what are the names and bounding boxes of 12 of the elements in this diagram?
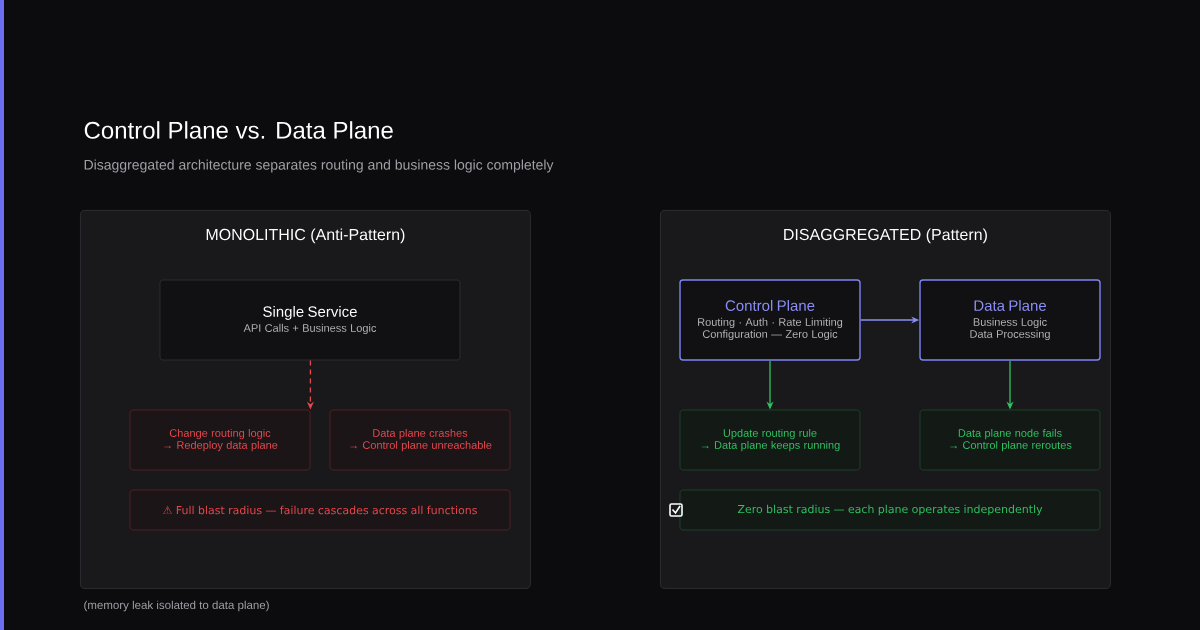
outcome-box: Data plane crashes → Control plane unreachable — [329, 409, 511, 471]
service-box: Single Service API Calls + Business Logic — [159, 279, 461, 361]
subtitle: Disaggregated architecture separates routing and business logic completely — [84, 159, 554, 173]
outcome-box: Update routing rule → Data plane keeps running — [679, 409, 861, 471]
footnote: (memory leak isolated to data plane) — [84, 600, 269, 612]
warning-box: ⚠ Full blast radius — failure cascades across all functions — [129, 489, 511, 531]
outcome-box: Data plane node fails → Control plane reroutes — [919, 409, 1101, 471]
plane-box: Control Plane Routing · Auth · Rate Limiting Configuration — Zero Logic — [679, 279, 861, 361]
title: Control Plane vs. Data Plane — [84, 121, 393, 139]
plane-box: Data Plane Business Logic Data Processing — [919, 279, 1101, 361]
outcome-box: Change routing logic → Redeploy data plane — [129, 409, 311, 471]
success-box: Zero blast radius — each plane operates independently — [679, 489, 1101, 531]
